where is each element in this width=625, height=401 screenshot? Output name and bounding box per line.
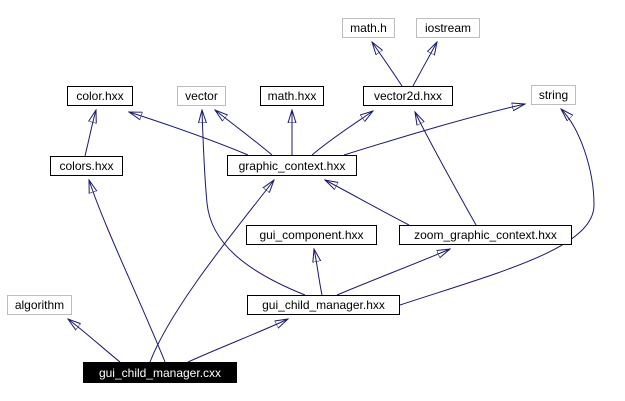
node-label: string [538, 88, 569, 102]
node-string: string [531, 85, 576, 105]
edge-graphic-context-hxx-to-string [343, 104, 525, 156]
node-label: color.hxx [76, 89, 124, 103]
node-zoom-graphic-context-hxx[interactable]: zoom_graphic_context.hxx [399, 225, 572, 245]
edge-zoom-graphic-context-hxx-to-vector2d-hxx [415, 112, 477, 226]
edge-graphic-context-hxx-to-vector2d-hxx [311, 111, 373, 156]
node-label: gui_child_manager.cxx [98, 365, 222, 380]
edge-zoom-graphic-context-hxx-to-graphic-context-hxx [325, 180, 410, 226]
node-color-hxx[interactable]: color.hxx [67, 86, 133, 106]
node-iostream: iostream [416, 18, 480, 38]
node-gui-child-manager-cxx: gui_child_manager.cxx [83, 362, 237, 383]
node-label: colors.hxx [59, 159, 114, 173]
edge-graphic-context-hxx-to-vector [215, 110, 273, 156]
edge-gui-child-manager-hxx-to-vector [202, 110, 306, 296]
edge-gui-child-manager-hxx-to-string [399, 109, 595, 306]
node-label: vector [185, 89, 218, 103]
node-label: vector2d.hxx [373, 89, 443, 103]
edge-gui-child-manager-hxx-to-gui-component-hxx [314, 249, 323, 296]
edge-vector2d-hxx-to-iostream [412, 42, 437, 87]
node-label: gui_child_manager.hxx [262, 298, 385, 312]
edge-colors-hxx-to-color-hxx [84, 110, 96, 157]
node-graphic-context-hxx[interactable]: graphic_context.hxx [227, 155, 357, 176]
edge-gui-child-manager-cxx-to-gui-child-manager-hxx [187, 319, 288, 363]
edge-graphic-context-hxx-to-color-hxx [129, 112, 249, 156]
node-vector: vector [177, 86, 226, 106]
node-vector2d-hxx[interactable]: vector2d.hxx [363, 86, 453, 106]
edge-gui-child-manager-cxx-to-colors-hxx [89, 180, 166, 363]
node-colors-hxx[interactable]: colors.hxx [50, 156, 123, 176]
node-gui-child-manager-hxx[interactable]: gui_child_manager.hxx [247, 295, 400, 315]
node-math-h: math.h [342, 18, 395, 38]
node-label: gui_component.hxx [259, 228, 364, 242]
node-label: math.hxx [267, 89, 317, 103]
node-label: math.h [350, 21, 387, 35]
edge-gui-child-manager-cxx-to-algorithm [68, 319, 121, 363]
node-gui-component-hxx[interactable]: gui_component.hxx [246, 225, 377, 245]
edge-vector2d-hxx-to-math-h [372, 42, 403, 87]
node-label: zoom_graphic_context.hxx [414, 228, 557, 242]
node-algorithm: algorithm [7, 295, 72, 315]
edge-gui-child-manager-hxx-to-zoom-graphic-context-hxx [336, 249, 450, 296]
node-label: graphic_context.hxx [238, 158, 346, 173]
node-label: iostream [424, 21, 471, 35]
edge-gui-child-manager-cxx-to-graphic-context-hxx [149, 180, 274, 363]
node-math-hxx[interactable]: math.hxx [260, 86, 324, 106]
node-label: algorithm [14, 298, 65, 312]
